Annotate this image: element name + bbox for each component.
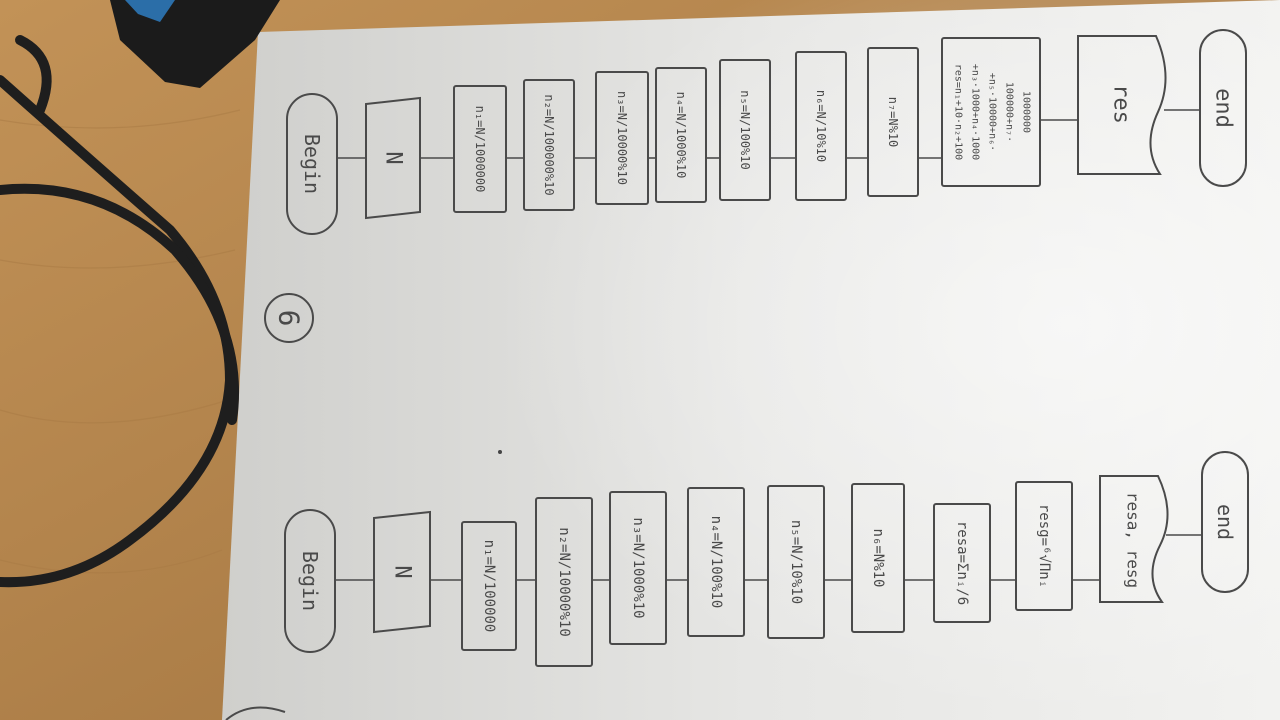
result-formula-box — [941, 37, 1041, 187]
process-step-3-label: n₃=N/10000%10 — [615, 91, 629, 185]
process-step-6 — [795, 51, 847, 201]
result-formula-line-1: res=n₁+10·n₂+100 — [953, 64, 964, 160]
pencil-dot — [498, 450, 502, 454]
process-step-5 — [767, 485, 825, 639]
input-parallelogram — [365, 96, 421, 220]
process-step-1 — [461, 521, 517, 651]
process-step-5 — [719, 59, 771, 201]
page-number: 6 — [273, 310, 306, 327]
process-step-4-label: n₄=N/1000%10 — [674, 92, 688, 179]
output-document — [1077, 35, 1167, 175]
process-step-2 — [535, 497, 593, 667]
process-step-3 — [595, 71, 649, 205]
phone-screen — [125, 0, 175, 22]
process-step-2-label: n₂=N/10000%10 — [556, 527, 572, 637]
process-step-8 — [1015, 481, 1073, 611]
begin-label: Begin — [298, 551, 322, 611]
process-step-7-label: resa=Σnᵢ/6 — [954, 521, 970, 605]
input-label: N — [381, 151, 406, 164]
input-label: N — [390, 565, 415, 578]
process-step-6-label: n₆=N%10 — [870, 528, 886, 587]
end-label: end — [1211, 88, 1236, 128]
process-step-1-label: n₁=N/100000 — [481, 540, 497, 633]
process-step-1-label: n₁=N/1000000 — [473, 106, 487, 193]
result-formula-line-4: 100000+n₇· — [1004, 82, 1015, 142]
output-label: resa, resg — [1124, 492, 1143, 588]
process-step-5-label: n₅=N/10%10 — [788, 520, 804, 604]
process-step-2-label: n₂=N/100000%10 — [542, 94, 556, 195]
end-terminator — [1199, 29, 1247, 187]
process-step-7 — [933, 503, 991, 623]
process-step-3-label: n₃=N/1000%10 — [630, 517, 646, 618]
result-formula-line-3: +n₅·10000+n₆· — [987, 73, 998, 151]
process-step-5-label: n₅=N/100%10 — [738, 90, 752, 169]
result-formula-line-5: 1000000 — [1021, 91, 1032, 133]
phone-device — [110, 0, 280, 88]
begin-terminator — [284, 509, 336, 653]
end-terminator — [1201, 451, 1249, 593]
light-glare — [230, 0, 1280, 720]
process-step-4 — [687, 487, 745, 637]
input-parallelogram — [373, 510, 431, 634]
output-document — [1099, 475, 1169, 603]
page-number-mark: 6 — [264, 293, 314, 343]
process-step-7 — [867, 47, 919, 197]
process-step-2 — [523, 79, 575, 211]
begin-label: Begin — [300, 134, 324, 194]
corner-scribble — [225, 706, 286, 720]
cable — [0, 35, 240, 588]
process-step-4-label: n₄=N/100%10 — [708, 516, 724, 609]
end-label: end — [1213, 504, 1237, 540]
begin-terminator — [286, 93, 338, 235]
result-formula-line-2: +n₃·1000+n₄·1000 — [970, 64, 981, 160]
process-step-3 — [609, 491, 667, 645]
output-label: res — [1109, 84, 1134, 124]
process-step-7-label: n₇=N%10 — [886, 97, 900, 148]
process-step-4 — [655, 67, 707, 203]
wood-grain — [0, 109, 241, 574]
process-step-8-label: resg=⁶√Πnᵢ — [1036, 504, 1052, 588]
process-step-6 — [851, 483, 905, 633]
process-step-1 — [453, 85, 507, 213]
process-step-6-label: n₆=N/10%10 — [814, 90, 828, 162]
